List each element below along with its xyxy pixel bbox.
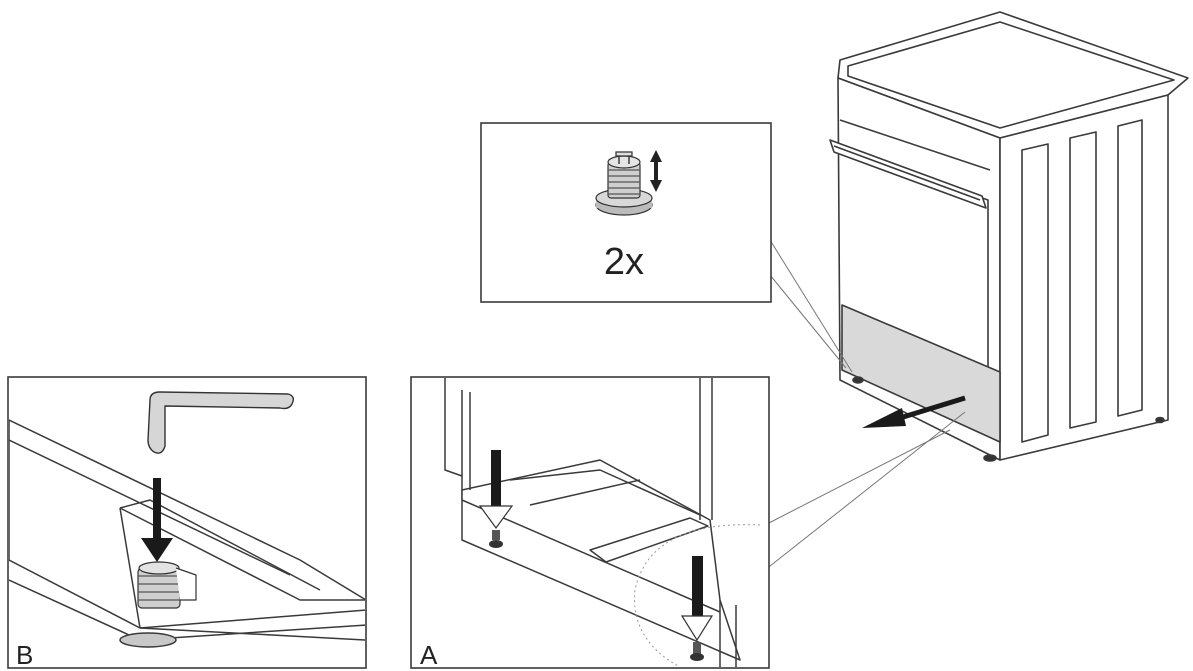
- quantity-label: 2x: [604, 241, 644, 283]
- down-arrow-icon: [478, 450, 514, 530]
- adjustable-foot-icon: [137, 561, 197, 609]
- down-arrow-icon: [680, 556, 714, 642]
- panel-b: B: [7, 376, 367, 670]
- panel-a: A: [410, 376, 770, 670]
- panel-a-label: A: [420, 640, 438, 670]
- adjustable-foot-icon: [489, 530, 503, 548]
- adjustable-foot-icon: [595, 151, 653, 216]
- cooker-icon: [829, 11, 1189, 462]
- adjustable-foot-icon: [690, 642, 704, 661]
- callout-lines: [764, 239, 966, 571]
- allen-key-icon: [147, 391, 295, 454]
- plinth-highlight: [841, 304, 1001, 443]
- down-arrow-icon: [141, 478, 173, 562]
- up-down-arrow-icon: [650, 150, 662, 192]
- feet-inset-panel: 2x: [480, 122, 772, 303]
- pull-out-arrow-icon: [862, 395, 966, 428]
- panel-b-label: B: [16, 640, 33, 670]
